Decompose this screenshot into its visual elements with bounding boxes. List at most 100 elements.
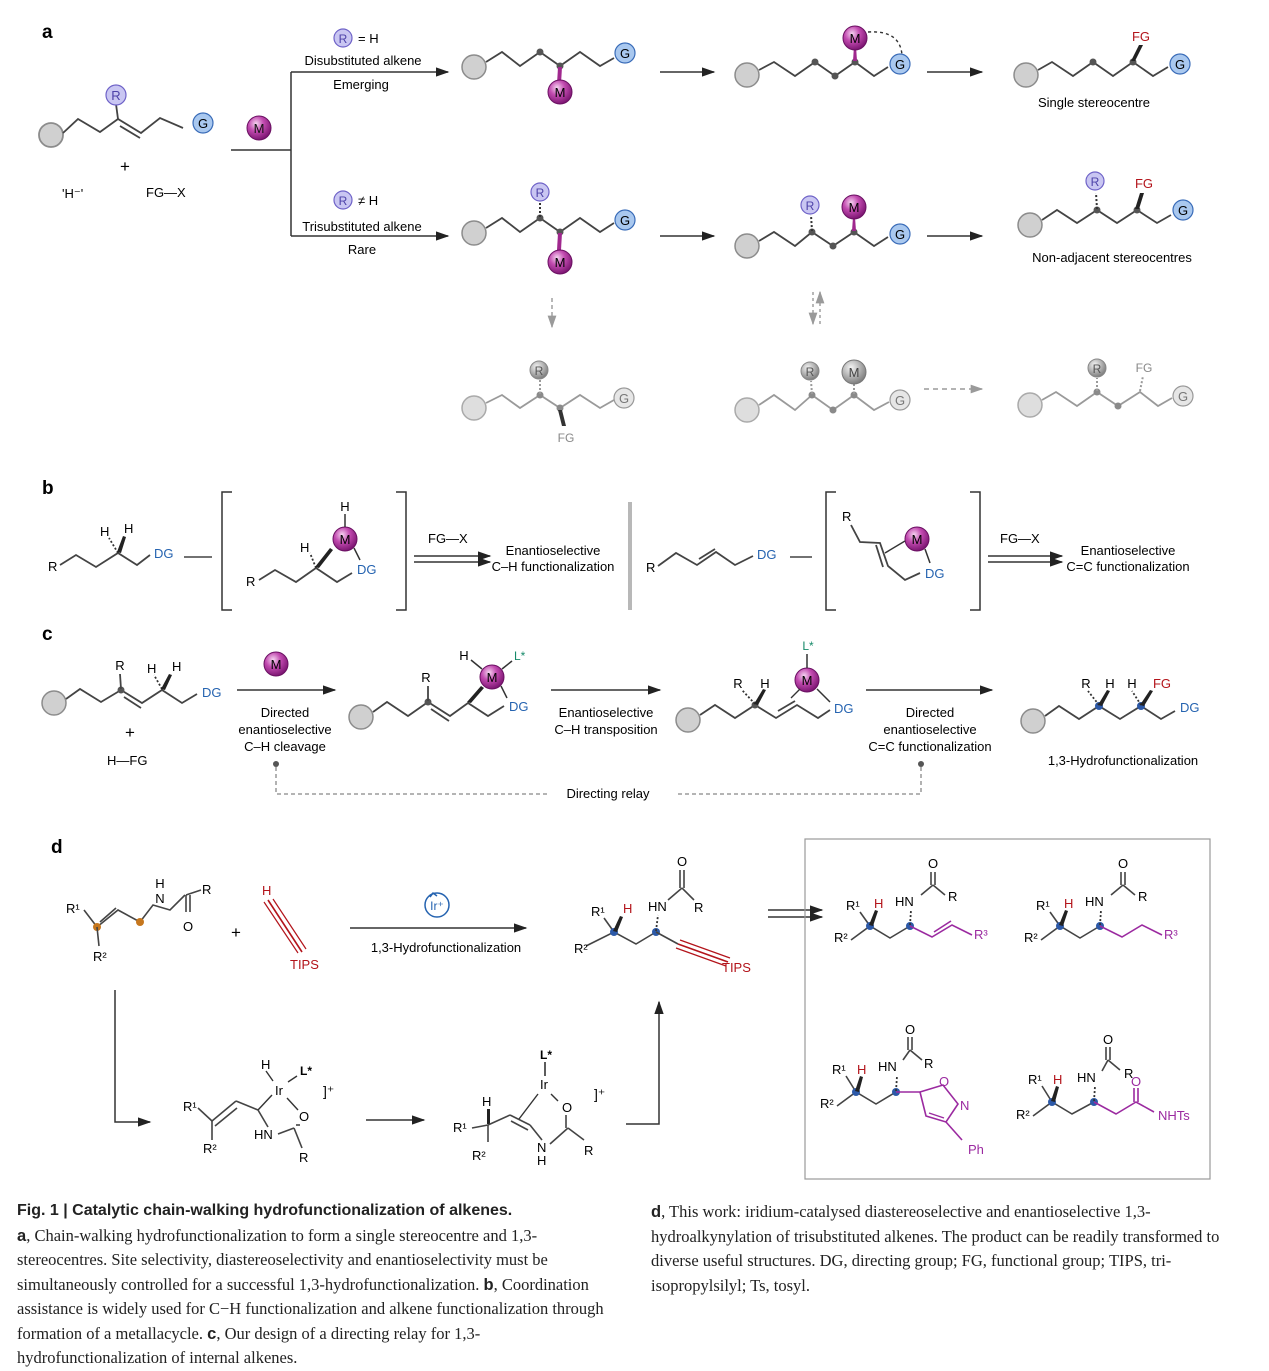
a-grey2-g: G <box>895 393 905 408</box>
a-grey1-r: R <box>535 364 544 378</box>
b-ch-substrate: R H H DG <box>48 521 174 574</box>
c-step1-line2: enantioselective <box>238 722 331 737</box>
c-step3-line1: Directed <box>906 705 954 720</box>
d-mech1-ir: Ir <box>275 1083 284 1098</box>
d-deriv4-hn: HN <box>1077 1070 1096 1085</box>
a-top-intermediate-1: M G <box>461 42 636 105</box>
a-top-result: Single stereocentre <box>1038 95 1150 110</box>
a-grey-molecule-2: R M G <box>734 359 911 423</box>
d-deriv4-h: H <box>1053 1072 1062 1087</box>
b-left-result-2: C–H functionalization <box>492 559 615 574</box>
a-top-int2-m: M <box>850 31 861 46</box>
d-mech2-r1: R¹ <box>453 1120 467 1135</box>
d-deriv-1: R¹ R² H HN O R R³ <box>834 856 988 945</box>
a-bottom-product-fg: FG <box>1135 176 1153 191</box>
d-deriv1-hn: HN <box>895 894 914 909</box>
panel-label-c: c <box>42 624 53 645</box>
panel-label-d: d <box>51 837 63 858</box>
d-sub-r1: R¹ <box>66 901 80 916</box>
caption-d-tag: d <box>651 1203 662 1221</box>
b-ch-mc-h: H <box>300 540 309 555</box>
c-relay-lines <box>273 761 924 795</box>
a-substrate-g <box>192 112 214 134</box>
b-ch-metallacycle: R H M H DG <box>246 499 377 589</box>
d-deriv4-r1: R¹ <box>1028 1072 1042 1087</box>
c-step3-line3: C=C functionalization <box>868 739 991 754</box>
c-substrate: R H H DG <box>41 658 222 716</box>
a-substrate-r <box>105 84 127 106</box>
d-mech2-o: O <box>562 1100 572 1115</box>
d-mech2-charge: ]⁺ <box>594 1086 605 1102</box>
d-deriv3-ph: Ph <box>968 1142 984 1157</box>
b-alkene-mc-r: R <box>842 509 851 524</box>
a-grey3-r: R <box>1093 362 1102 376</box>
d-deriv-2: R¹ R² H HN O R R³ <box>1024 856 1178 945</box>
c-substrate-r: R <box>115 658 124 673</box>
b-alkene-mc-dg: DG <box>925 566 945 581</box>
a-substrate-r-bond <box>115 103 119 120</box>
d-prod-o: O <box>677 854 687 869</box>
d-sub-nh: H <box>155 876 164 891</box>
caption-d-text: , This work: iridium-catalysed diastereo… <box>651 1202 1220 1295</box>
a-bottom-condition: ≠ H <box>358 193 378 208</box>
d-deriv3-r1: R¹ <box>832 1062 846 1077</box>
a-substrate-chain <box>62 116 184 135</box>
b-ch-mc-dg: DG <box>357 562 377 577</box>
b-ch-mc-mh: H <box>340 499 349 514</box>
c-step1-line3: C–H cleavage <box>244 739 326 754</box>
d-deriv2-hn: HN <box>1085 894 1104 909</box>
d-sub-o: O <box>183 919 193 934</box>
c-substrate-h2: H <box>172 659 181 674</box>
d-deriv-3: R¹ R² H HN O R O N Ph <box>820 1022 984 1157</box>
a-bottom-int1-r: R <box>536 186 545 200</box>
a-substrate-double-bond <box>119 125 141 139</box>
a-top-product-g: G <box>1175 57 1185 72</box>
c-substrate-h1: H <box>147 661 156 676</box>
b-right-result-2: C=C functionalization <box>1066 559 1189 574</box>
d-prod-hn: HN <box>648 899 667 914</box>
a-top-int2-g: G <box>895 57 905 72</box>
a-bottom-intermediate-2: R M G <box>734 194 911 259</box>
a-grey2-r: R <box>806 365 815 379</box>
d-mech1-h: H <box>261 1057 270 1072</box>
a-bottom-intermediate-1: R M G <box>461 182 636 275</box>
d-mech2-r: R <box>584 1143 593 1158</box>
a-top-intermediate-2: M G <box>734 25 911 88</box>
d-prod-h: H <box>623 901 632 916</box>
caption-b-text: , Coordination assistance is widely used… <box>17 1274 604 1343</box>
c-int1-dg: DG <box>509 699 529 714</box>
caption-right: d, This work: iridium-catalysed diastere… <box>651 1200 1251 1298</box>
d-mech2-n: N <box>537 1140 546 1155</box>
d-mech2-h: H <box>482 1094 491 1109</box>
b-right-bracket-close <box>970 491 981 611</box>
caption-a-text: , Chain-walking hydrofunctionalization t… <box>17 1225 548 1294</box>
b-ch-substrate-r: R <box>48 559 57 574</box>
caption-left: Fig. 1 | Catalytic chain-walking hydrofu… <box>17 1198 617 1371</box>
d-ir-label: Ir⁺ <box>430 899 444 913</box>
c-int2-r: R <box>733 676 742 691</box>
d-mech1-r1: R¹ <box>183 1099 197 1114</box>
b-left-result-1: Enantioselective <box>506 543 601 558</box>
d-deriv2-r3: R³ <box>1164 927 1178 942</box>
d-deriv3-n-ring: N <box>960 1098 969 1113</box>
d-mech-intermediate-1: R¹ R² Ir H L* ]⁺ O HN R <box>183 1057 334 1165</box>
c-product-r: R <box>1081 676 1090 691</box>
d-deriv2-r2: R² <box>1024 930 1038 945</box>
d-deriv1-r1: R¹ <box>846 898 860 913</box>
d-deriv3-o: O <box>905 1022 915 1037</box>
d-deriv1-h: H <box>874 896 883 911</box>
b-ch-mc-r: R <box>246 574 255 589</box>
d-deriv1-o: O <box>928 856 938 871</box>
c-step2-line1: Enantioselective <box>559 705 654 720</box>
a-bottom-r-badge <box>333 190 353 210</box>
a-top-condition: = H <box>358 31 379 46</box>
d-derivatives-box <box>804 838 1211 1180</box>
d-transform-double-arrow <box>768 905 824 922</box>
c-product: R H H FG DG <box>1020 676 1200 734</box>
c-step2-line2: C–H transposition <box>554 722 657 737</box>
a-substrate-r-label: R <box>111 88 120 103</box>
a-substrate-g-label: G <box>198 116 208 131</box>
b-alkene-mc-m: M <box>912 532 923 547</box>
d-prod-tips: TIPS <box>722 960 751 975</box>
a-top-int1-g: G <box>620 46 630 61</box>
